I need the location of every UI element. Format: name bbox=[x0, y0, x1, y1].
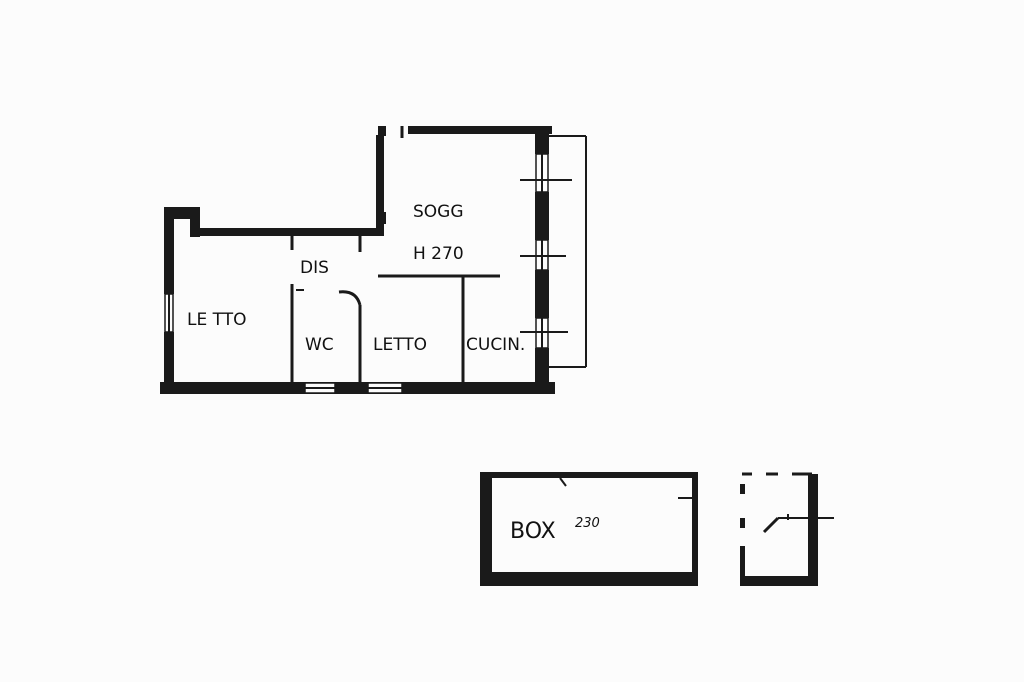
window-left bbox=[164, 293, 174, 333]
wall-bottom bbox=[160, 382, 555, 394]
wall-top-right bbox=[408, 126, 552, 134]
window-bottom-wc bbox=[304, 382, 336, 394]
partitions bbox=[290, 236, 500, 382]
label-soggiorno: SOGG bbox=[413, 202, 464, 222]
wall-step bbox=[376, 135, 384, 235]
wall-left-lower bbox=[164, 332, 174, 394]
cellar-wall-left bbox=[740, 484, 745, 494]
box-wall-top bbox=[480, 472, 696, 478]
wall-top-left bbox=[196, 228, 384, 236]
box-tick-top bbox=[559, 477, 567, 487]
label-letto-left: LE TTO bbox=[187, 310, 246, 330]
window-right-1 bbox=[535, 153, 549, 193]
box-wall-left bbox=[480, 472, 492, 586]
garage-box-plan: BOX 230 bbox=[480, 472, 698, 586]
wall-left bbox=[164, 207, 174, 294]
label-height: H 270 bbox=[413, 244, 464, 264]
cellar-door bbox=[762, 514, 834, 534]
wall-right-bottom bbox=[535, 348, 549, 393]
pillar-step bbox=[376, 212, 386, 224]
wall-right-mid bbox=[535, 192, 549, 240]
apartment-plan: SOGG H 270 DIS LE TTO WC LETTO CUCIN. bbox=[160, 126, 587, 394]
stub-top bbox=[378, 126, 386, 136]
cellar-wall-right bbox=[808, 474, 818, 586]
box-wall-bottom bbox=[480, 572, 696, 586]
balcony bbox=[520, 135, 587, 368]
box-wall-right bbox=[692, 472, 698, 586]
cellar-plan bbox=[740, 472, 834, 586]
label-box-height: 230 bbox=[575, 516, 600, 531]
pillar-top-left-2 bbox=[190, 207, 200, 237]
label-cucina: CUCIN. bbox=[466, 335, 525, 355]
cellar-wall-bottom bbox=[740, 576, 818, 586]
wall-right bbox=[535, 126, 549, 154]
wall-right-low bbox=[535, 270, 549, 318]
label-box: BOX bbox=[510, 519, 556, 544]
label-disimpegno: DIS bbox=[300, 258, 329, 278]
cellar-wall-left-3 bbox=[740, 546, 745, 586]
label-wc: WC bbox=[305, 335, 334, 355]
window-bottom-letto bbox=[367, 382, 403, 394]
label-letto-mid: LETTO bbox=[373, 335, 427, 355]
cellar-wall-left-2 bbox=[740, 518, 745, 528]
